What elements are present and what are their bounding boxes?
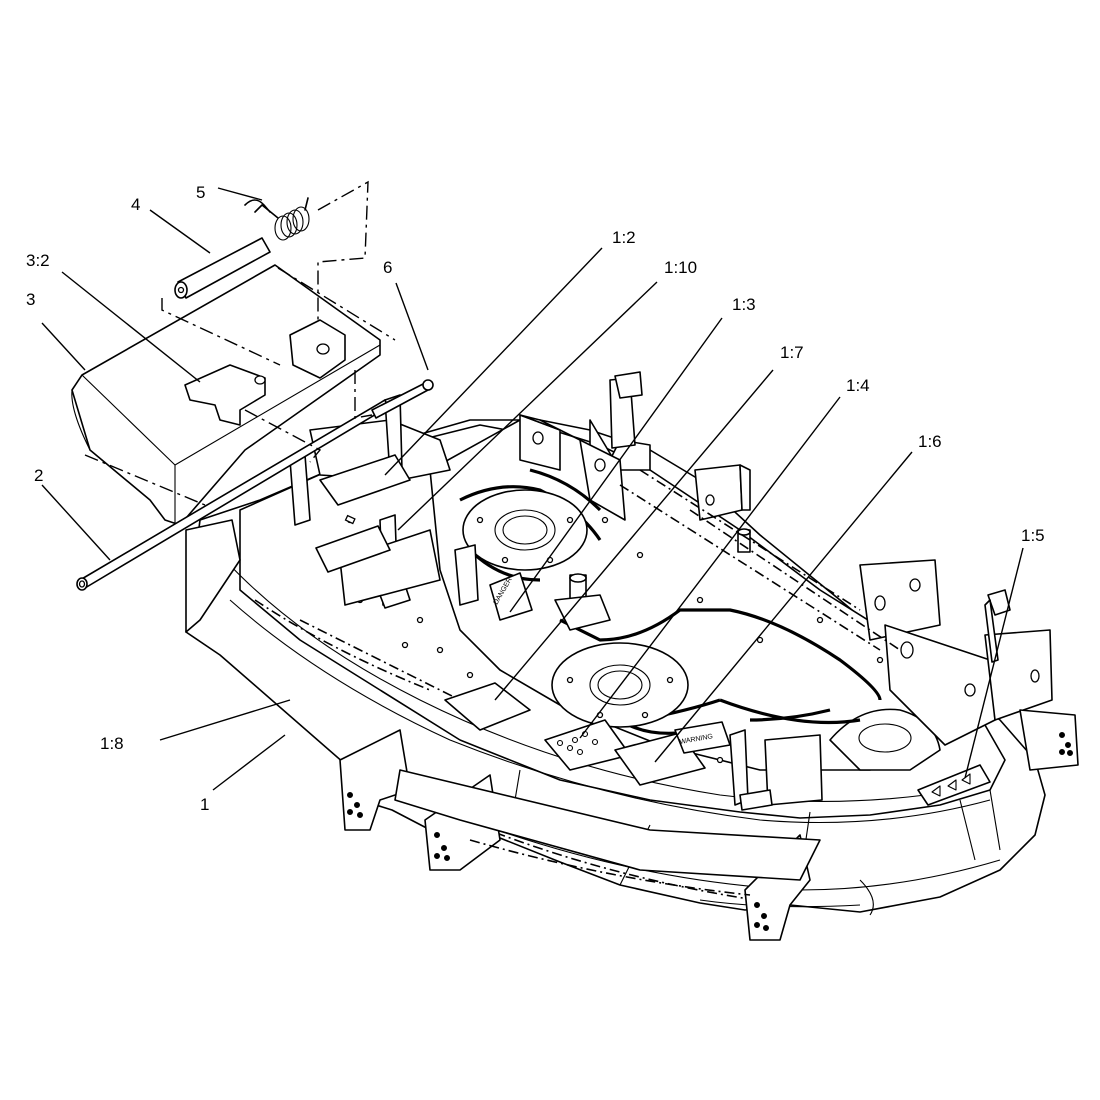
leader-1 [212,734,286,791]
decals: DANGER WARNING [315,454,991,806]
callout-5: 5 [196,183,205,202]
hinge-bracket [184,364,266,426]
leader-1-2 [384,247,603,476]
callout-2: 2 [34,466,43,485]
decal-1-3 [444,682,531,731]
callout-1-2: 1:2 [612,228,636,247]
leader-4 [149,209,211,254]
callout-leaders [41,187,1024,791]
blade-chambers [296,419,941,784]
callout-4: 4 [131,195,140,214]
leader-1-8 [159,699,291,741]
callout-1-10: 1:10 [664,258,697,277]
triangle-icon [947,779,957,791]
front-brackets [185,394,823,811]
leader-1-3 [509,317,723,613]
leader-1-10 [397,281,658,531]
triangle-icon [931,785,941,797]
leader-2 [41,484,111,561]
leader-3 [41,322,86,371]
callout-1: 1 [200,795,209,814]
leader-6 [395,282,429,371]
callout-1-4: 1:4 [846,376,870,395]
discharge-chute-assembly [71,180,434,591]
decal-1-2 [319,454,411,506]
leader-1-6 [654,451,913,763]
callout-1-3: 1:3 [732,295,756,314]
callout-1-8: 1:8 [100,734,124,753]
triangle-icon [961,773,971,785]
callout-6: 6 [383,258,392,277]
decal-1-5 [917,764,991,806]
rear-frame [519,371,1079,771]
leader-1-4 [579,396,841,739]
hairpin-clip [244,199,271,213]
leader-5 [217,187,263,201]
callout-1-5: 1:5 [1021,526,1045,545]
callout-1-7: 1:7 [780,343,804,362]
leader-1-5 [964,547,1024,779]
leader-3-2 [61,271,201,383]
callout-1-6: 1:6 [918,432,942,451]
front-hitch-plates [339,729,821,941]
callout-3-2: 3:2 [26,251,50,270]
decal-warning [674,721,731,754]
torsion-spring [254,197,310,241]
callout-labels: 5 4 3:2 3 2 6 1:2 1:10 1:3 1:7 1:4 1:6 1… [26,183,1045,814]
decal-danger [489,572,533,621]
decal-1-10 [315,525,391,573]
leader-1-7 [494,369,774,701]
callout-3: 3 [26,290,35,309]
spindle-left [462,489,588,571]
